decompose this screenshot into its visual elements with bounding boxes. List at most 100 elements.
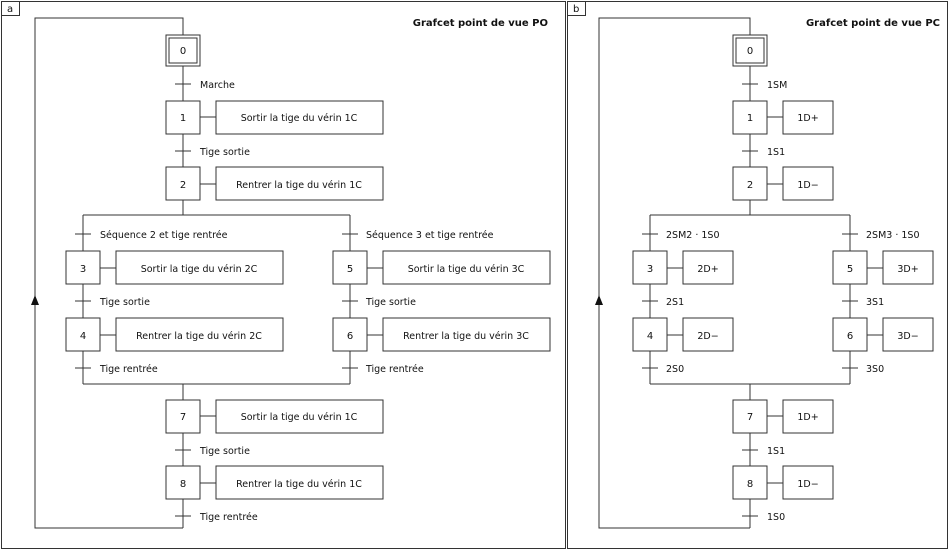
action-label: 3D− (897, 331, 918, 342)
step-b-8 (732, 465, 768, 500)
step-number: 3 (647, 264, 653, 275)
action-b-2 (782, 166, 834, 201)
panel-a-title: Grafcet point de vue PO (413, 18, 548, 29)
step-number: 1 (747, 113, 753, 124)
step-number: 1 (180, 113, 186, 124)
panel-a-frame (1, 1, 566, 549)
transition-label: 1S1 (767, 446, 785, 457)
step-b-1 (732, 100, 768, 135)
transition-label: 2S1 (666, 297, 684, 308)
step-a-4 (65, 317, 101, 352)
transition-label: Tige rentrée (99, 364, 158, 375)
step-number: 2 (180, 180, 186, 191)
step-b-5 (832, 250, 868, 285)
action-b-3 (682, 250, 734, 285)
panel-b-return-arrow (595, 295, 603, 305)
action-label: Sortir la tige du vérin 3C (408, 264, 525, 275)
step-number: 0 (180, 46, 186, 57)
panel-b-tag: b (573, 4, 579, 15)
panel-b-frame (567, 1, 948, 549)
panel-a-tag-box (1, 1, 20, 16)
step-b-0 (732, 34, 768, 67)
step-number: 3 (80, 264, 86, 275)
action-a-8 (215, 465, 384, 500)
panel-b-tag-box (567, 1, 586, 16)
action-a-5 (382, 250, 551, 285)
action-label: Rentrer la tige du vérin 2C (136, 331, 262, 342)
step-number: 0 (747, 46, 753, 57)
step-number: 5 (847, 264, 853, 275)
step-number: 4 (80, 331, 86, 342)
action-label: Rentrer la tige du vérin 1C (236, 180, 362, 191)
panel-a-return-arrow (31, 295, 39, 305)
step-number: 4 (647, 331, 653, 342)
action-b-6 (882, 317, 934, 352)
step-number: 8 (180, 479, 186, 490)
transition-label: 2SM2 · 1S0 (666, 230, 720, 241)
action-label: 1D− (797, 180, 818, 191)
action-a-2 (215, 166, 384, 201)
panel-b-return-link (598, 17, 751, 529)
transition-label: 1S1 (767, 147, 785, 158)
transition-label: Tige sortie (199, 147, 250, 158)
step-a-2 (165, 166, 201, 201)
panel-a-tag: a (7, 4, 13, 15)
action-a-7 (215, 399, 384, 434)
step-number: 5 (347, 264, 353, 275)
step-a-0-inner (168, 37, 198, 64)
panel-b: b Grafcet point de vue PC (567, 1, 948, 549)
panel-a-return-link (34, 17, 184, 529)
step-a-8 (165, 465, 201, 500)
transition-label: Tige rentrée (365, 364, 424, 375)
step-b-6 (832, 317, 868, 352)
action-label: Sortir la tige du vérin 2C (141, 264, 258, 275)
step-b-3 (632, 250, 668, 285)
panel-b-title: Grafcet point de vue PC (806, 18, 940, 29)
action-label: 2D− (697, 331, 718, 342)
step-number: 7 (180, 412, 186, 423)
action-label: Sortir la tige du vérin 1C (241, 113, 358, 124)
action-b-4 (682, 317, 734, 352)
transition-label: Séquence 2 et tige rentrée (100, 230, 228, 241)
action-b-7 (782, 399, 834, 434)
step-number: 6 (847, 331, 853, 342)
transition-label: Tige sortie (199, 446, 250, 457)
action-a-1 (215, 100, 384, 135)
action-label: 3D+ (897, 264, 918, 275)
step-number: 6 (347, 331, 353, 342)
step-a-0 (165, 34, 201, 67)
action-b-1 (782, 100, 834, 135)
step-number: 7 (747, 412, 753, 423)
action-a-4 (115, 317, 284, 352)
transition-label: Tige sortie (365, 297, 416, 308)
step-number: 2 (747, 180, 753, 191)
transition-label: 3S0 (866, 364, 884, 375)
step-number: 8 (747, 479, 753, 490)
action-label: 1D− (797, 479, 818, 490)
step-b-7 (732, 399, 768, 434)
transition-label: 2SM3 · 1S0 (866, 230, 920, 241)
step-b-2 (732, 166, 768, 201)
action-a-3 (115, 250, 284, 285)
transition-label: 1S0 (767, 512, 785, 523)
step-a-1 (165, 100, 201, 135)
action-label: Sortir la tige du vérin 1C (241, 412, 358, 423)
action-label: 1D+ (797, 412, 818, 423)
step-a-7 (165, 399, 201, 434)
transition-label: Séquence 3 et tige rentrée (366, 230, 494, 241)
step-a-3 (65, 250, 101, 285)
step-b-4 (632, 317, 668, 352)
panel-a: a Grafcet point de vue PO (1, 1, 566, 549)
step-a-6 (332, 317, 368, 352)
action-label: 1D+ (797, 113, 818, 124)
step-a-5 (332, 250, 368, 285)
transition-label: Marche (200, 80, 235, 91)
transition-label: 3S1 (866, 297, 884, 308)
action-label: Rentrer la tige du vérin 3C (403, 331, 529, 342)
transition-label: 1SM (767, 80, 787, 91)
action-b-5 (882, 250, 934, 285)
transition-label: Tige sortie (99, 297, 150, 308)
transition-label: Tige rentrée (199, 512, 258, 523)
transition-label: 2S0 (666, 364, 684, 375)
